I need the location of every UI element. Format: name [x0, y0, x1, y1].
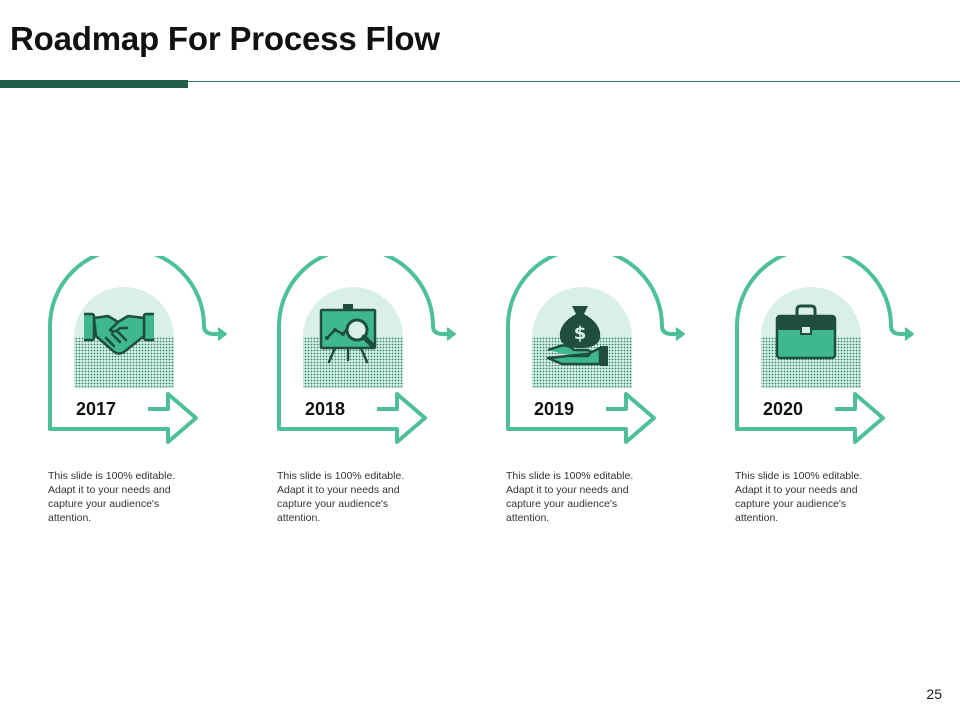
step-description: This slide is 100% editable. Adapt it to…: [277, 470, 405, 524]
step-description: This slide is 100% editable. Adapt it to…: [735, 470, 863, 524]
title-rule: [0, 81, 960, 82]
step-year: 2020: [763, 399, 804, 419]
step-year: 2017: [76, 399, 117, 419]
roadmap-step-2018: 2018 This slide is 100% editable. Adapt …: [277, 256, 467, 556]
roadmap-step-2019: $ 2019 This slide is 100% editable. Adap…: [506, 256, 696, 556]
step-year: 2018: [305, 399, 346, 419]
svg-text:$: $: [574, 323, 587, 344]
handshake-icon: [84, 312, 154, 355]
title-rule-accent: [0, 80, 188, 88]
page-number: 25: [926, 686, 942, 702]
roadmap-step-2017: 2017 This slide is 100% editable. Adapt …: [48, 256, 238, 556]
briefcase-icon: [775, 304, 837, 360]
page-title: Roadmap For Process Flow: [10, 20, 440, 57]
step-description: This slide is 100% editable. Adapt it to…: [48, 470, 176, 524]
roadmap-step-2020: 2020 This slide is 100% editable. Adapt …: [735, 256, 925, 556]
presentation-analytics-icon: [319, 304, 377, 364]
step-year: 2019: [534, 399, 575, 419]
money-bag-hand-icon: $: [546, 306, 608, 366]
step-description: This slide is 100% editable. Adapt it to…: [506, 470, 634, 524]
